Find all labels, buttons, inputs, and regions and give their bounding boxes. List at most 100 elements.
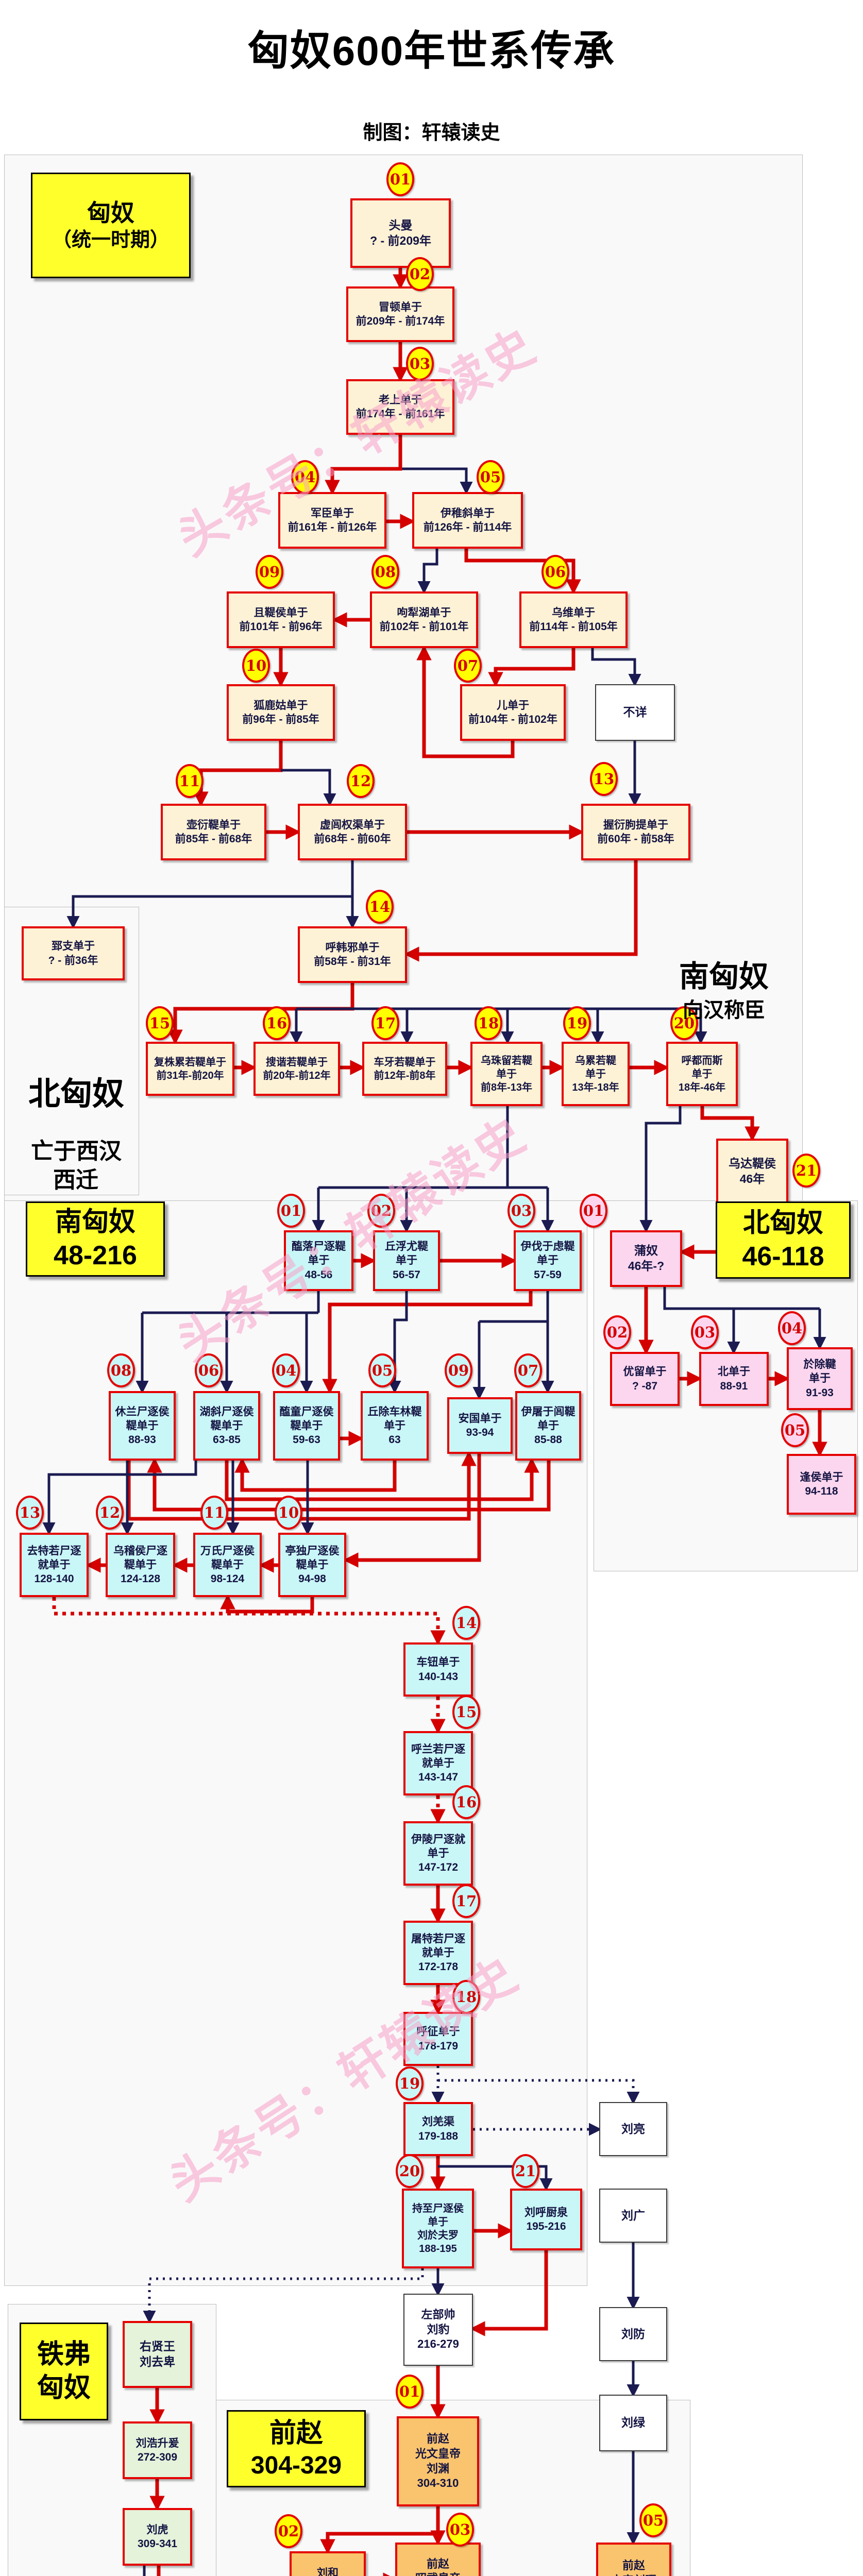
section-label-0: 匈奴（统一时期） (31, 173, 191, 278)
node-text-line: 去特若尸逐 (27, 1545, 81, 1557)
node-text-line: 就单于 (38, 1558, 71, 1571)
badge-number: 19 (566, 1014, 588, 1032)
section-label-line: 匈奴 (37, 2373, 91, 2403)
node-text-line: 刘羌渠 (422, 2116, 454, 2128)
section-label-line: 前赵 (269, 2418, 323, 2448)
badge-q-05: 05 (639, 2503, 667, 2537)
node-text-line: 万氏尸逐侯 (200, 1545, 255, 1557)
node-text-line: 持至尸逐侯 (412, 2202, 464, 2214)
node-text-line: 前161年 - 前126年 (287, 521, 377, 533)
node-wuzhuliu: 乌珠留若鞮单于前8年-13年 (470, 1042, 543, 1106)
node-text-line: 179-188 (418, 2130, 459, 2142)
badge-s-13: 13 (16, 1496, 44, 1530)
badge-s-20: 20 (396, 2154, 424, 2188)
badge-a14: 14 (366, 890, 394, 924)
badge-s-09: 09 (445, 1353, 472, 1387)
node-text-line: 车钮单于 (416, 1656, 460, 1669)
badge-number: 16 (455, 1793, 477, 1811)
badge-n-05: 05 (781, 1413, 809, 1447)
node-text-line: 195-216 (526, 2221, 566, 2232)
badge-number: 13 (593, 770, 615, 788)
node-text-line: 伊伐于虑鞮 (520, 1241, 575, 1253)
badge-s-04: 04 (272, 1353, 300, 1387)
node-text-line: 鞮单于 (126, 1419, 159, 1432)
section-label-line: （统一时期） (52, 229, 170, 251)
node-text-line: 狐鹿姑单于 (253, 699, 308, 711)
node-text-line: 172-178 (418, 1961, 459, 1973)
badge-s-06: 06 (195, 1353, 223, 1387)
badge-s-19: 19 (396, 2066, 424, 2100)
badge-number: 01 (399, 2383, 420, 2400)
node-text-line: 前104年 - 前102年 (468, 714, 557, 725)
node-text-line: 鞮单于 (211, 1558, 244, 1571)
node-text-line: 末帝刘曜 (611, 2573, 656, 2576)
badge-number: 11 (179, 772, 200, 790)
node-text-line: 逢侯单于 (800, 1471, 843, 1483)
badge-a20: 20 (670, 1006, 698, 1040)
badge-s-18: 18 (452, 1980, 480, 2014)
node-text-line: 刘於夫罗 (417, 2229, 459, 2241)
node-text-line: 刘和 (317, 2567, 339, 2576)
badge-s-03: 03 (507, 1194, 535, 1228)
node-q03: 前赵昭武皇帝刘聪310-318 (395, 2543, 481, 2576)
badge-number: 10 (245, 657, 267, 674)
badge-q-01: 01 (396, 2375, 424, 2409)
text-label-1: 向汉称臣 (683, 993, 765, 1023)
node-text-line: ? - 前36年 (48, 954, 98, 967)
node-souxie: 搜谐若鞮单于前20年-前12年 (253, 1042, 340, 1096)
badge-number: 07 (457, 657, 479, 674)
node-text-line: 前85年 - 前68年 (175, 833, 252, 845)
node-text-line: 乌稽侯尸逐 (113, 1545, 167, 1557)
node-zhizhi: 郅支单于? - 前36年 (22, 926, 125, 980)
node-text-line: 虚闾权渠单于 (320, 819, 385, 831)
badge-number: 03 (449, 2521, 471, 2538)
badge-number: 14 (455, 1614, 477, 1632)
node-text-line: 握衍朐提单于 (603, 819, 668, 831)
node-liuliang: 刘亮 (599, 2102, 667, 2156)
node-text-line: 头曼 (388, 218, 413, 232)
node-yizhixie: 伊稚斜单于前126年 - 前114年 (412, 492, 523, 549)
node-text-line: 前赵 (622, 2559, 645, 2572)
node-text-line: 屠特若尸逐 (411, 1933, 465, 1945)
badge-number: 15 (455, 1703, 477, 1721)
text-label-text: 向汉称臣 (683, 999, 765, 1022)
node-hulugu: 狐鹿姑单于前96年 - 前85年 (227, 684, 335, 741)
node-text-line: 光文皇帝 (415, 2447, 461, 2460)
node-text-line: 呼兰若尸逐 (411, 1743, 465, 1755)
node-laoshang: 老上单于前174年 - 前161年 (346, 379, 454, 435)
node-text-line: 46年-? (628, 1259, 665, 1273)
node-text-line: 56-57 (393, 1268, 420, 1281)
node-text-line: 休兰尸逐侯 (115, 1405, 170, 1418)
badge-number: 12 (350, 772, 371, 790)
node-text-line: 伊稚斜单于 (441, 507, 495, 519)
badge-a06: 06 (542, 555, 569, 589)
text-label-text: 南匈奴 (679, 960, 769, 993)
badge-a07: 07 (454, 649, 482, 683)
node-liuguang: 刘广 (599, 2189, 667, 2243)
node-text-line: 醢童尸逐侯 (279, 1405, 334, 1418)
node-text-line: 左部帅 (421, 2308, 455, 2321)
node-erchanyu: 儿单于前104年 - 前102年 (460, 684, 566, 741)
node-text-line: 呼征单于 (416, 2026, 460, 2038)
badge-number: 09 (259, 563, 280, 581)
node-text-line: 安国单于 (458, 1412, 502, 1425)
badge-number: 09 (448, 1362, 469, 1379)
badge-number: 03 (694, 1324, 716, 1341)
node-text-line: 216-279 (417, 2337, 459, 2351)
node-text-line: 前102年 - 前101年 (379, 621, 469, 633)
node-text-line: 乌累若鞮 (575, 1055, 616, 1066)
badge-number: 08 (110, 1362, 132, 1379)
badge-a19: 19 (563, 1006, 591, 1040)
